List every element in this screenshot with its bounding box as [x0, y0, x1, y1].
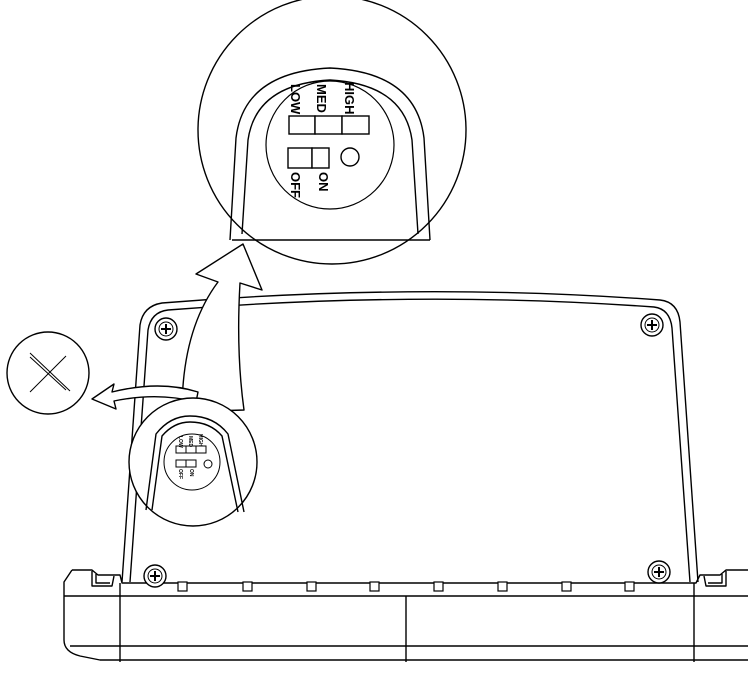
switch-face	[265, 80, 395, 210]
small-on-label: ON	[188, 469, 194, 477]
vent-tab	[306, 581, 317, 592]
vent-tab	[433, 581, 444, 592]
device-base	[63, 569, 748, 662]
small-off-label: OFF	[177, 469, 183, 479]
speed-slot-low[interactable]	[288, 115, 316, 135]
left-clip-inner	[95, 574, 110, 584]
power-slot-on[interactable]	[311, 147, 330, 169]
small-switch-panel: LOW MED HIGH OFF ON	[128, 397, 258, 527]
phillips-screwdriver-icon	[6, 331, 90, 415]
small-med-label: MED	[187, 436, 193, 448]
on-label: ON	[316, 172, 331, 192]
med-label: MED	[314, 84, 329, 113]
right-clip-inner	[708, 574, 723, 584]
indicator-light	[340, 147, 360, 167]
hood-outer-arch	[229, 67, 431, 241]
phillips-screw-icon	[640, 313, 664, 337]
vent-tab	[369, 581, 380, 592]
back-panel-outline	[121, 291, 699, 583]
vent-tab	[624, 581, 635, 592]
speed-slot-med[interactable]	[314, 115, 343, 135]
magnified-switch-panel: LOW MED HIGH OFF ON	[197, 0, 467, 265]
high-label: HIGH	[342, 82, 357, 115]
phillips-screw-icon	[647, 560, 671, 584]
right-clip	[703, 571, 727, 587]
small-high-label: HIGH	[197, 434, 203, 447]
low-label: LOW	[288, 84, 303, 115]
vent-tab	[561, 581, 572, 592]
device-body	[121, 291, 699, 583]
vent-tab	[497, 581, 508, 592]
base-outer-outline	[63, 569, 748, 661]
off-label: OFF	[288, 172, 303, 198]
small-low-label: LOW	[177, 436, 183, 448]
power-switch[interactable]	[287, 147, 330, 169]
vent-tab	[177, 581, 188, 592]
base-top-outline	[72, 569, 748, 584]
speed-switch[interactable]	[288, 115, 370, 135]
curved-arrow-icon	[91, 383, 199, 410]
curved-arrow-icon	[181, 243, 263, 413]
power-slot-off[interactable]	[287, 147, 313, 169]
left-clip	[91, 571, 115, 587]
vent-tab	[242, 581, 253, 592]
speed-slot-high[interactable]	[341, 115, 370, 135]
phillips-screw-icon	[143, 564, 167, 588]
screws	[143, 313, 671, 588]
phillips-screw-icon	[154, 317, 178, 341]
vent-tabs	[177, 581, 635, 592]
hood-inner-arch	[241, 79, 419, 235]
back-panel-inner-outline	[129, 298, 691, 583]
arrows	[91, 243, 263, 413]
